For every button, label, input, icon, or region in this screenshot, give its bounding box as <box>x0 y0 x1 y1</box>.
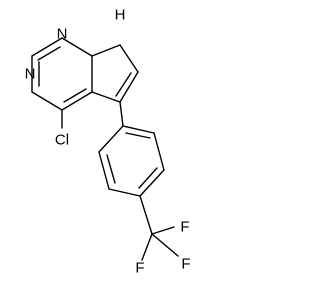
atom-cl: Cl <box>55 132 69 149</box>
atom-f-top: F <box>180 219 189 236</box>
atom-f-left: F <box>135 260 144 277</box>
bond-ph5-ph6-double <box>106 154 116 184</box>
bond-c4a-c4 <box>61 91 93 111</box>
bond-c4-n3 <box>31 91 63 111</box>
bond-ph1-ph2 <box>122 125 155 134</box>
atom-f-bottom: F <box>181 256 190 273</box>
bond-n1-c7a <box>61 37 93 57</box>
atom-labels: N N H Cl F F F <box>25 7 191 277</box>
bond-c4a-c4-double <box>63 88 87 103</box>
bond-c2-n1 <box>31 37 63 57</box>
bond-ph3-ph4-double <box>138 167 158 189</box>
bond-c5-phenyl <box>119 101 124 127</box>
atom-n1: N <box>57 26 68 43</box>
bond-ph4-cf3 <box>139 195 153 235</box>
bond-ph3-ph4 <box>139 169 165 197</box>
bond-c2-n1-double <box>37 46 61 61</box>
bond-c6-c5-double <box>115 72 132 97</box>
bond-c5-c4a <box>91 91 121 103</box>
atom-nh: H <box>115 7 126 24</box>
bond-ph4-ph5 <box>108 188 141 197</box>
bond-cf3-f-top <box>151 226 175 235</box>
bond-c7a-n7 <box>91 44 121 57</box>
bond-n7-c6 <box>119 44 139 73</box>
bond-ph6-ph1 <box>98 125 124 153</box>
bond-ph1-ph2-double <box>125 132 151 139</box>
bond-ph2-ph3 <box>153 132 165 171</box>
bonds <box>31 37 179 261</box>
bond-cf3-f-left <box>141 233 153 261</box>
bond-c6-c5 <box>119 71 139 103</box>
chemical-structure: N N H Cl F F F <box>25 7 191 277</box>
atom-n3: N <box>25 66 36 83</box>
bond-ph5-ph6 <box>98 151 110 190</box>
bond-cf3-f-bottom <box>151 233 179 257</box>
